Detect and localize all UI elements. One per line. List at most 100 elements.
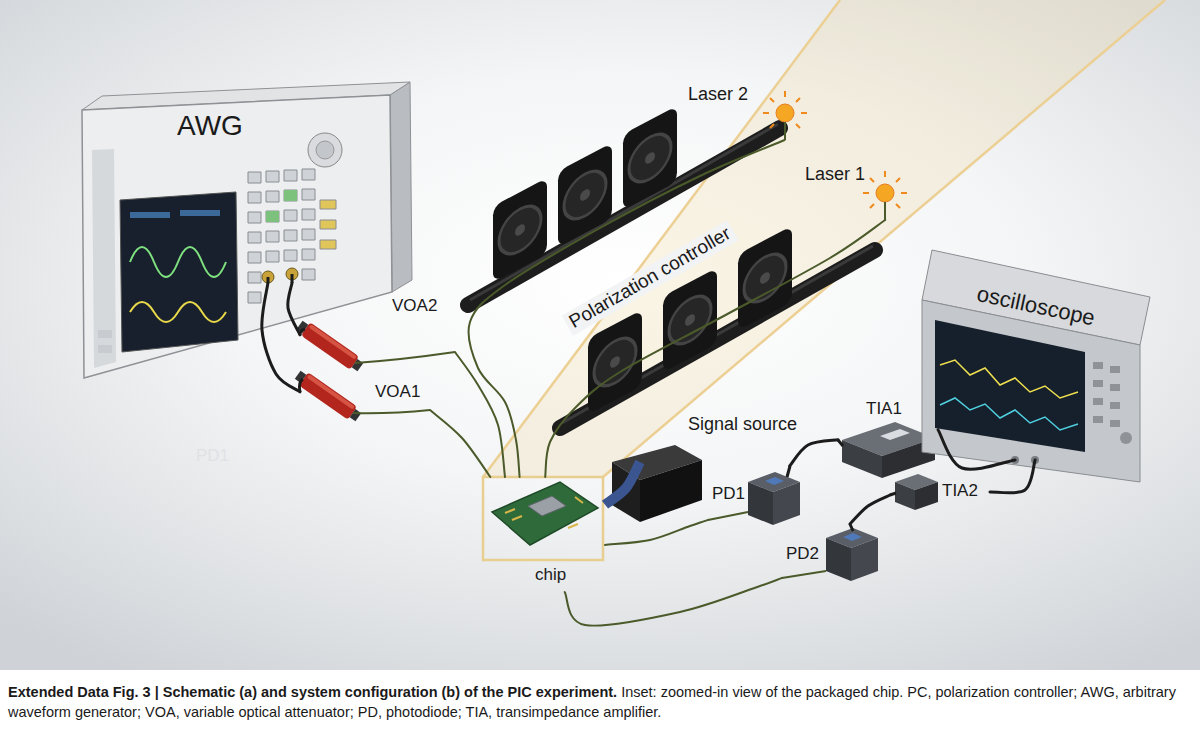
voa-cylinder: [301, 322, 359, 370]
voa-body: [293, 368, 363, 424]
pc-paddle: [738, 226, 792, 331]
pd-window: [765, 477, 784, 485]
paddle-plate: [558, 143, 612, 248]
electrical-cable: [938, 430, 1015, 470]
tia-side: [915, 482, 938, 510]
signal-source: Signal source: [608, 410, 828, 462]
optical-fiber: [545, 220, 885, 477]
laser-sun: [776, 104, 794, 122]
device-label: Laser 1: [805, 164, 865, 185]
pc-paddle: [663, 268, 717, 373]
paddle-plate: [663, 268, 717, 373]
pd-body: [826, 528, 878, 581]
chip-pcb: [492, 482, 598, 545]
device-label: Laser 2: [688, 84, 748, 105]
paddle-hub: [580, 187, 590, 202]
electrical-cable: [288, 283, 300, 335]
device-label: Signal source: [688, 414, 797, 435]
paddle-disk: [629, 126, 671, 190]
paddle-disk: [499, 198, 541, 262]
caption-heading: Extended Data Fig. 3 | Schematic (a) and…: [8, 684, 617, 700]
device-label: VOA1: [375, 382, 420, 402]
device-label: PD2: [786, 544, 819, 564]
paddle-plate: [493, 178, 547, 283]
awg-key-lit: [266, 190, 297, 222]
fiber-stub: [353, 410, 430, 413]
device-label: AWG: [177, 110, 243, 142]
voa-cap: [352, 359, 363, 371]
scope-knob: [1120, 432, 1132, 444]
device-label: oscilloscope: [975, 281, 1097, 331]
awg-device: AWG: [82, 88, 407, 283]
scope-front: [922, 300, 1140, 482]
paddle-hub: [685, 312, 695, 327]
laser-source: Laser 2: [684, 80, 820, 140]
device-label: PD1: [712, 484, 745, 504]
paddle-hub: [515, 222, 525, 237]
electrical-cable: [262, 283, 300, 392]
pd-side: [851, 538, 878, 581]
paddle-hub: [760, 270, 770, 285]
fiber-stub: [355, 352, 455, 363]
tia-amplifier: TIA1: [838, 398, 938, 470]
tia-sticker: [880, 429, 910, 440]
tia-amplifier: TIA2: [890, 478, 990, 512]
device-label: chip: [535, 565, 566, 585]
optical-fiber: [430, 410, 490, 477]
paddle-hub: [645, 150, 655, 165]
cable-stub: [787, 466, 853, 531]
awg-switch: [98, 330, 112, 353]
awg-keypad: [248, 169, 315, 303]
paddle-plate: [623, 106, 677, 211]
screen-trace: [130, 247, 226, 277]
tia-front: [895, 482, 915, 510]
awg-key-lit: [320, 200, 336, 249]
pd-front: [748, 482, 773, 525]
inset-frame: [483, 477, 603, 560]
device-label: TIA2: [942, 481, 978, 501]
awg-screen: [120, 192, 238, 352]
scope-trace: [940, 398, 1078, 430]
instrument-label: Polarization controller: [562, 220, 739, 335]
screen-trace: [130, 302, 226, 322]
pd-front: [826, 538, 851, 581]
zoom-line: [603, 0, 1165, 477]
fiber-stub: [708, 512, 826, 578]
laser-sun: [876, 184, 894, 202]
laser-source: Laser 1: [800, 160, 920, 220]
photodiode: PD2: [782, 524, 862, 586]
attenuator: VOA1: [300, 370, 430, 422]
voa-cap: [350, 409, 361, 421]
electrical-cable: [990, 460, 1035, 493]
source-side: [640, 460, 702, 522]
scope-screen: [935, 320, 1085, 452]
voa-body: [295, 318, 365, 374]
device-label: VOA2: [392, 296, 437, 316]
ribbon-cable: [605, 462, 640, 505]
electrical-cable: [850, 495, 890, 524]
voa-cylinder: [299, 372, 357, 420]
cable-stub: [838, 440, 896, 495]
awg-knob: [316, 141, 334, 159]
photodiode: PD1: [708, 466, 803, 528]
fiber-stub: [785, 122, 885, 220]
scope-keys: [1093, 362, 1120, 427]
pd-window: [843, 533, 862, 541]
pd-side: [773, 482, 800, 525]
optical-fiber: [565, 578, 782, 626]
optical-fiber: [605, 520, 708, 545]
paddle-disk: [744, 246, 786, 310]
figure-caption: Extended Data Fig. 3 | Schematic (a) and…: [8, 682, 1194, 722]
zoom-line: [483, 0, 840, 477]
voa-shine: [309, 324, 357, 359]
pc-paddle: [588, 310, 642, 415]
pc-paddle: [558, 143, 612, 248]
tia-front: [842, 440, 882, 478]
electrical-cable: [790, 440, 838, 466]
paddle-disk: [564, 163, 606, 227]
cable-stub: [268, 274, 292, 283]
scope-trace: [940, 360, 1078, 398]
awg-panel: [92, 149, 116, 368]
voa-shine: [307, 374, 355, 409]
